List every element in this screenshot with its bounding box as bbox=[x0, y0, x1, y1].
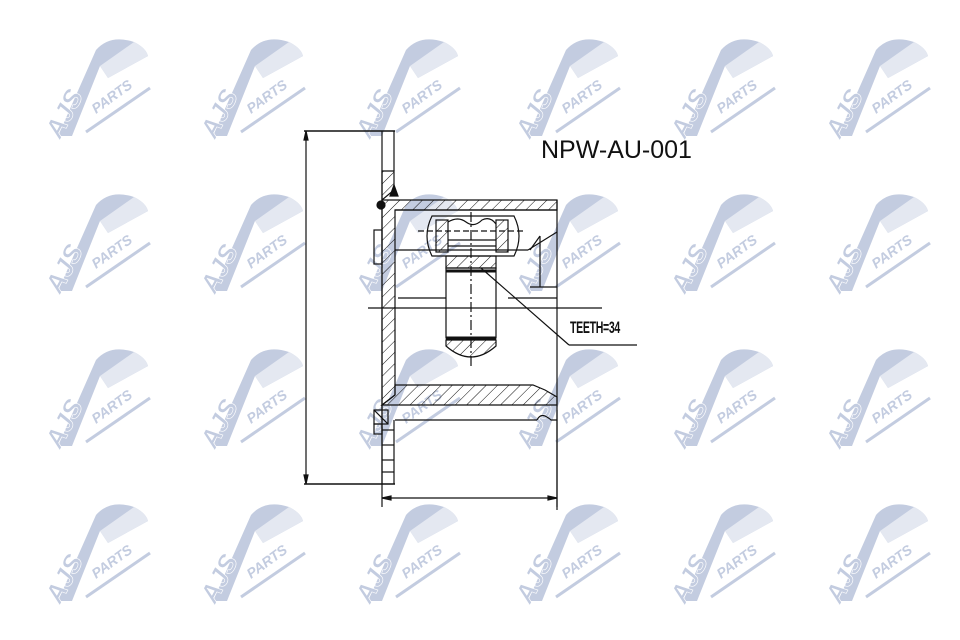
flange bbox=[373, 131, 399, 484]
part-number-label: NPW-AU-001 bbox=[541, 136, 692, 164]
housing bbox=[368, 199, 602, 510]
bearing-cage bbox=[418, 215, 525, 257]
height-dimension bbox=[303, 130, 395, 485]
teeth-leader bbox=[480, 267, 637, 346]
teeth-count-label: TEETH=34 bbox=[570, 318, 620, 337]
spline-shaft bbox=[445, 212, 497, 368]
